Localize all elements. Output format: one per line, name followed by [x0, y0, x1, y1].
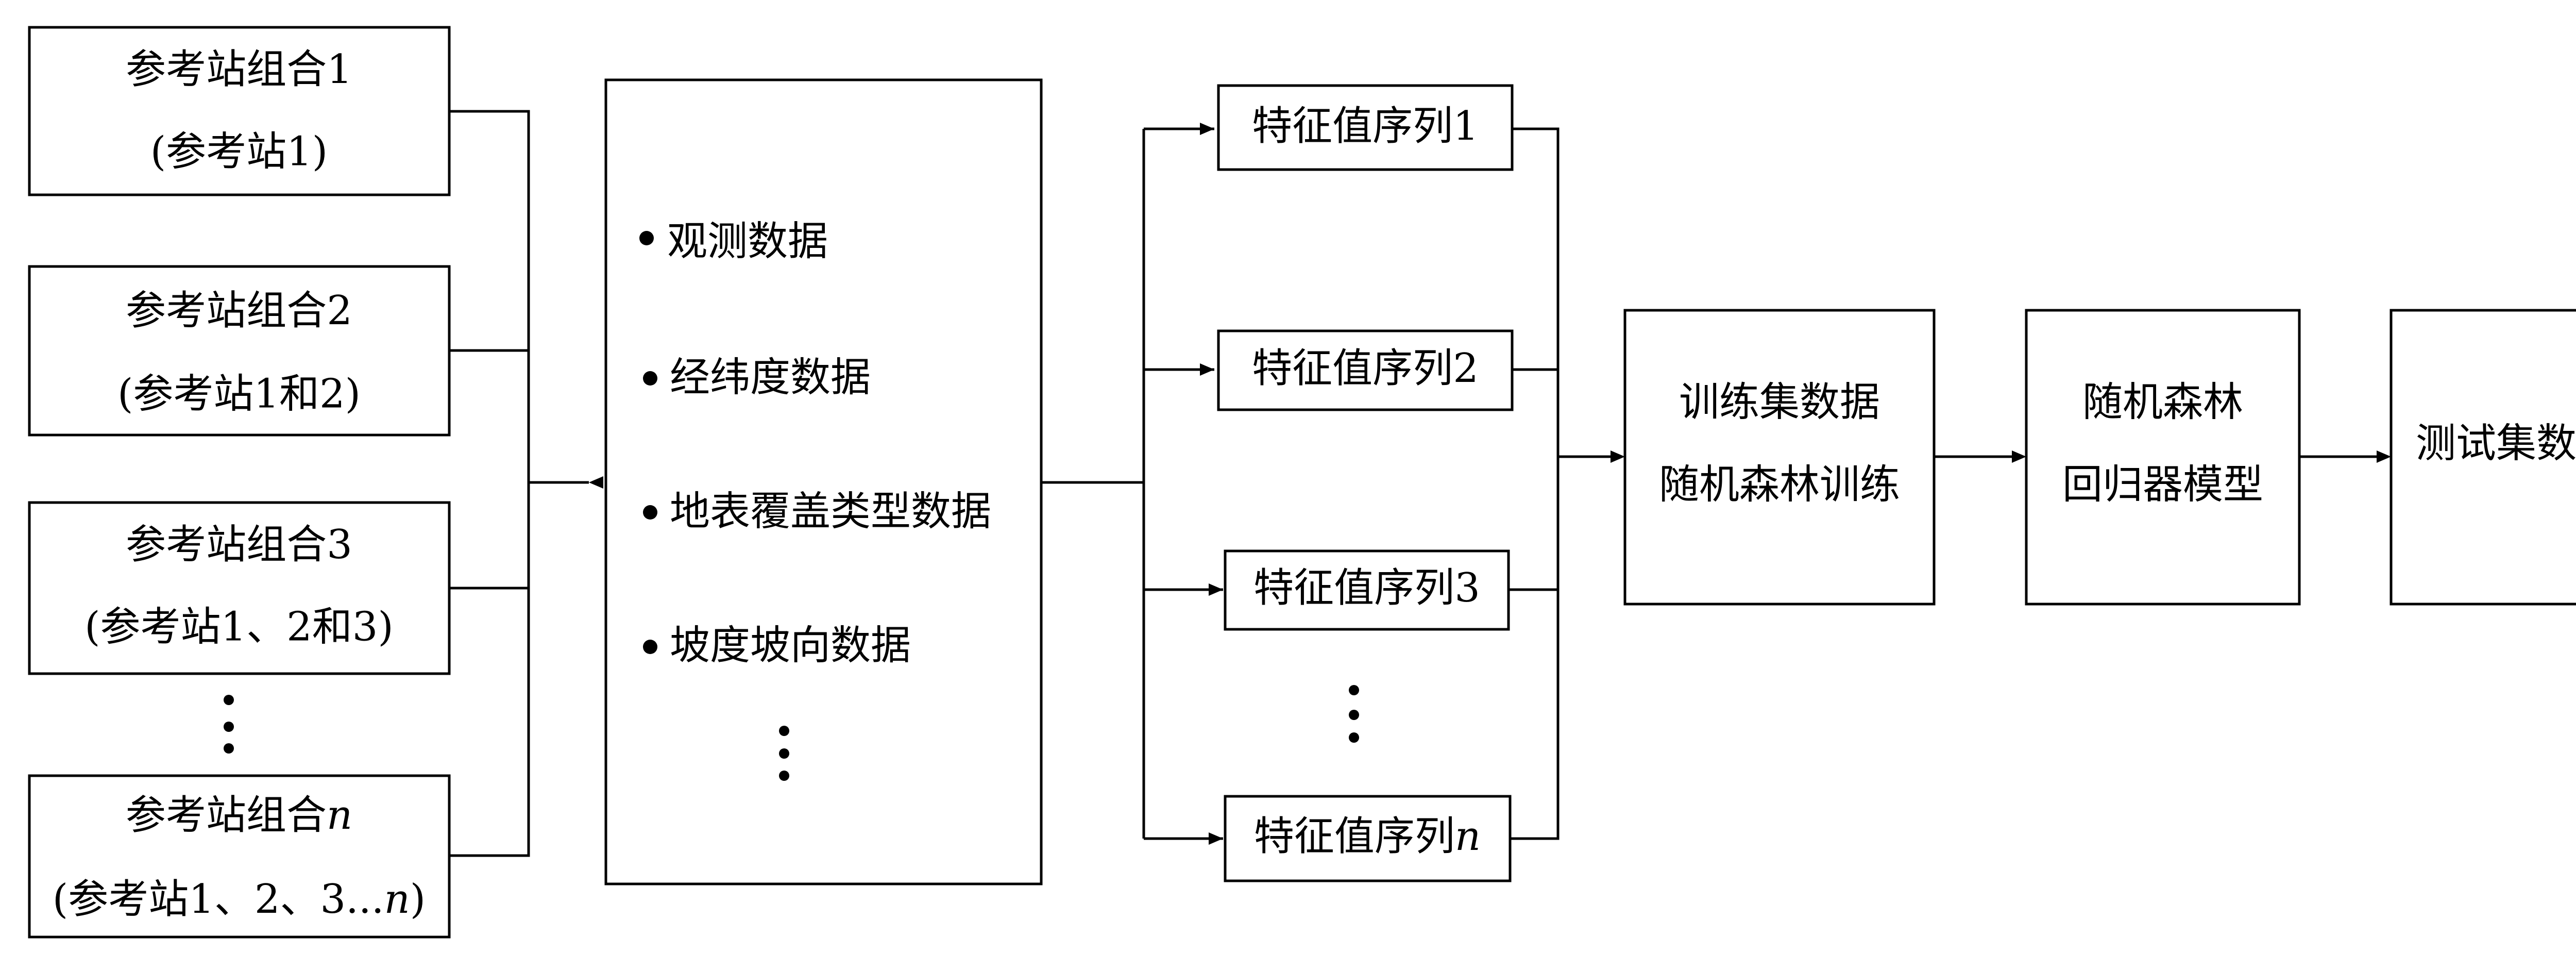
model-to-test-arrow — [2299, 450, 2391, 463]
svg-text:特征值序列1: 特征值序列1 — [1252, 103, 1479, 149]
svg-text:参考站组合n: 参考站组合n — [126, 792, 352, 839]
reference-group-2-title: 参考站组合 — [126, 288, 327, 334]
data-to-feature-connectors — [1041, 123, 1223, 845]
data-source-latitude-longitude: 经纬度数据 — [670, 355, 871, 401]
feature-sequence-n-label: 特征值序列 — [1254, 813, 1455, 860]
training-line-2: 随机森林训练 — [1659, 462, 1900, 508]
reference-group-n-detail-suffix: n — [384, 876, 410, 923]
feature-sequence-n-suffix: n — [1455, 813, 1481, 860]
svg-text:参考站组合3: 参考站组合3 — [126, 522, 352, 568]
reference-group-3-detail: (参考站1、2和3) — [84, 604, 394, 650]
reference-group-2-title-suffix: 2 — [327, 288, 352, 334]
feature-sequence-1-suffix: 1 — [1453, 103, 1479, 149]
model-line-1: 随机森林 — [2082, 379, 2243, 426]
data-source-slope-aspect: 坡度坡向数据 — [670, 623, 911, 669]
reference-group-ellipsis — [224, 695, 234, 754]
data-source-observation: 观测数据 — [667, 219, 828, 265]
reference-group-1-title: 参考站组合 — [126, 46, 327, 93]
model-box: 随机森林 回归器模型 — [2025, 309, 2301, 606]
reference-group-1-title-suffix: 1 — [327, 46, 352, 93]
svg-text:特征值序列n: 特征值序列n — [1254, 813, 1481, 860]
data-source-land-cover: 地表覆盖类型数据 — [670, 489, 991, 535]
feature-sequence-1: 特征值序列1 — [1217, 84, 1514, 171]
feature-sequence-2-suffix: 2 — [1453, 345, 1479, 392]
test-label: 测试集数据 — [2416, 421, 2576, 467]
svg-text:参考站组合1: 参考站组合1 — [126, 46, 352, 93]
feature-sequence-3-suffix: 3 — [1454, 565, 1480, 611]
svg-text:特征值序列3: 特征值序列3 — [1253, 565, 1480, 611]
reference-group-n-title: 参考站组合 — [126, 792, 327, 839]
reference-group-3: 参考站组合3 (参考站1、2和3) — [28, 501, 451, 675]
feature-to-training-connectors — [1509, 127, 1625, 840]
reference-group-n-detail-close: ) — [410, 876, 426, 923]
svg-text:参考站组合2: 参考站组合2 — [126, 288, 352, 334]
model-line-2: 回归器模型 — [2062, 462, 2263, 508]
feature-sequence-2: 特征值序列2 — [1217, 329, 1514, 411]
feature-sequence-n: 特征值序列n — [1224, 795, 1512, 882]
svg-text:(参考站1、2、3...n): (参考站1、2、3...n) — [53, 876, 426, 923]
reference-group-connectors — [449, 110, 603, 857]
reference-group-1-detail: (参考站1) — [150, 129, 328, 175]
test-box: 测试集数据 — [2389, 309, 2576, 606]
reference-group-n-title-suffix: n — [327, 792, 352, 839]
feature-sequence-ellipsis — [1349, 685, 1359, 743]
reference-group-3-title-suffix: 3 — [327, 522, 352, 568]
reference-group-n: 参考站组合n (参考站1、2、3...n) — [28, 774, 451, 939]
feature-sequence-2-label: 特征值序列 — [1252, 345, 1453, 392]
svg-text:特征值序列2: 特征值序列2 — [1252, 345, 1479, 392]
reference-group-3-title: 参考站组合 — [126, 522, 327, 568]
feature-sequence-3: 特征值序列3 — [1224, 549, 1510, 631]
training-line-1: 训练集数据 — [1679, 379, 1880, 426]
feature-sequence-1-label: 特征值序列 — [1252, 103, 1453, 149]
data-sources-box: 观测数据 经纬度数据 地表覆盖类型数据 坡度坡向数据 — [604, 78, 1043, 885]
reference-group-1: 参考站组合1 (参考站1) — [28, 26, 451, 196]
training-box: 训练集数据 随机森林训练 — [1623, 309, 1936, 606]
reference-group-n-detail: (参考站1、2、3... — [53, 876, 384, 923]
reference-group-2-detail: (参考站1和2) — [117, 371, 361, 417]
training-to-model-arrow — [1934, 450, 2026, 463]
reference-group-2: 参考站组合2 (参考站1和2) — [28, 265, 451, 437]
feature-sequence-3-label: 特征值序列 — [1253, 565, 1454, 611]
